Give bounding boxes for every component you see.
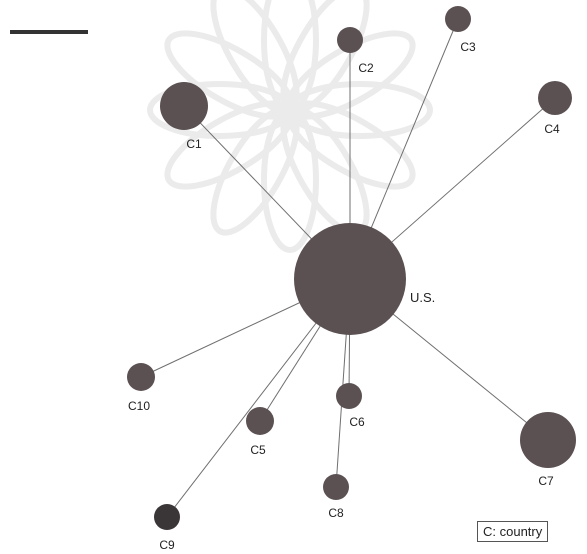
watermark-petal (285, 30, 416, 120)
node-label-c3: C3 (460, 40, 476, 54)
node-label-c7: C7 (538, 474, 554, 488)
node-c5 (246, 407, 274, 435)
node-label-c6: C6 (349, 415, 365, 429)
node-c8 (323, 474, 349, 500)
node-label-c9: C9 (159, 538, 175, 552)
node-label-c4: C4 (544, 122, 560, 136)
node-c7 (520, 412, 576, 468)
node-c3 (445, 6, 471, 32)
node-c4 (538, 81, 572, 115)
node-c1 (160, 82, 208, 130)
hub-node-us (294, 223, 406, 335)
node-label-c10: C10 (128, 399, 150, 413)
node-c6 (336, 383, 362, 409)
node-c10 (127, 363, 155, 391)
node-label-c2: C2 (358, 61, 374, 75)
legend-box: C: country (477, 521, 549, 542)
accent-bar (10, 30, 88, 34)
node-c9 (154, 504, 180, 530)
node-c2 (337, 27, 363, 53)
watermark-petal (261, 107, 319, 253)
hub-label-us: U.S. (410, 290, 435, 305)
legend-text: C: country (483, 524, 543, 539)
node-label-c5: C5 (250, 443, 266, 457)
node-label-c8: C8 (328, 506, 344, 520)
nodes-layer (127, 6, 576, 530)
node-label-c1: C1 (186, 137, 202, 151)
watermark-rosette (147, 0, 433, 253)
watermark-petal (287, 81, 433, 139)
